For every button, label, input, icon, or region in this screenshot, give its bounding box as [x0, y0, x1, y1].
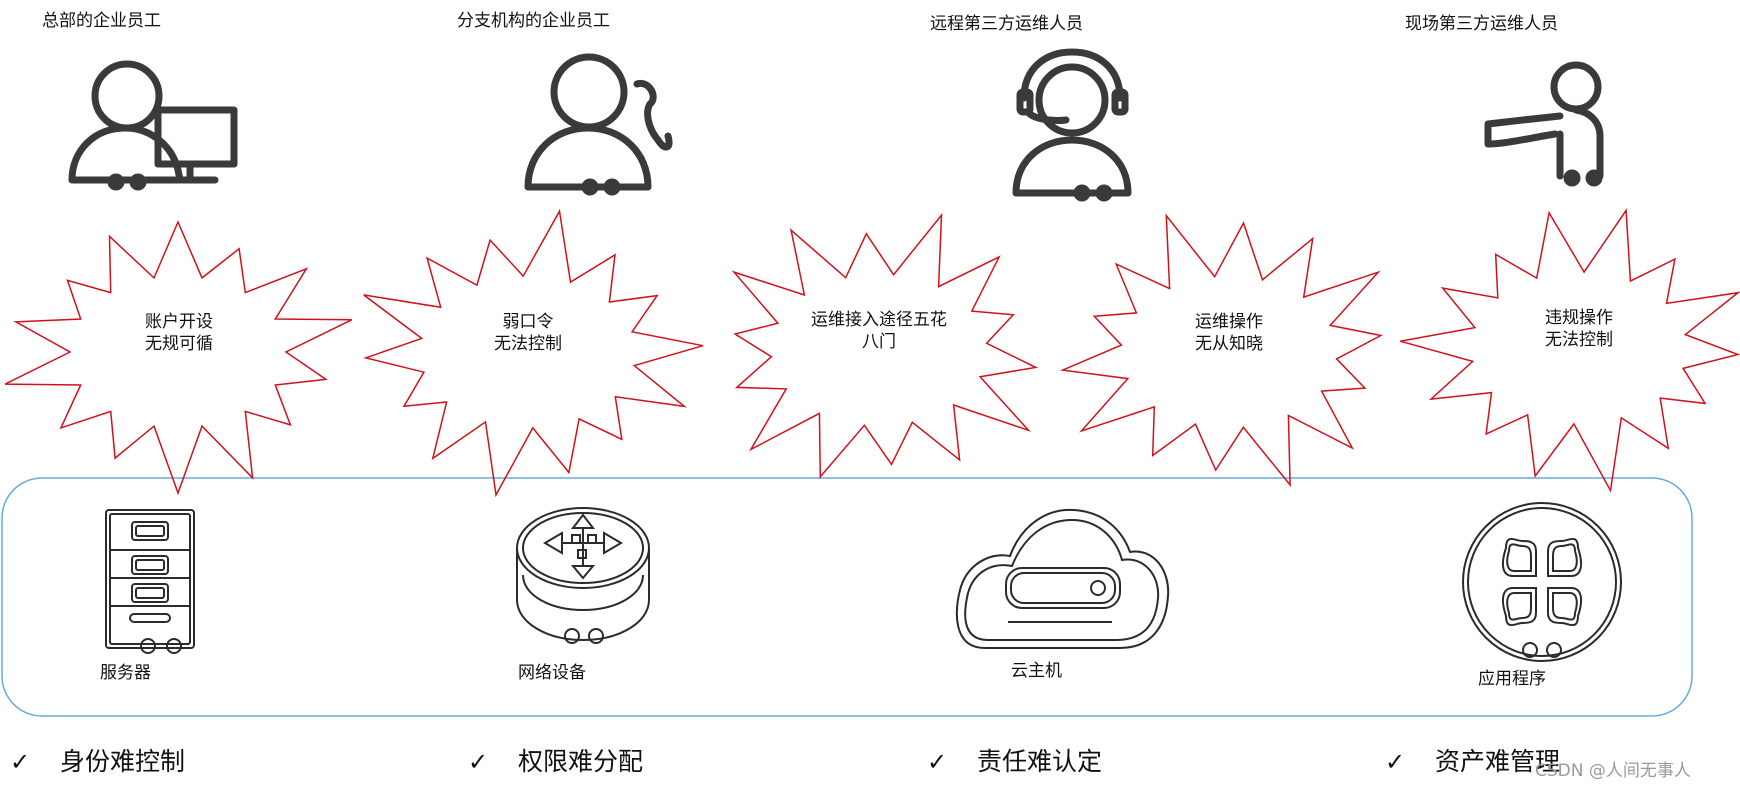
problem-line2: 无规可循: [145, 334, 213, 354]
problem-line1: 账户开设: [145, 312, 213, 332]
user-phone-icon: [524, 53, 673, 196]
problem-line2: 无法控制: [1545, 330, 1613, 350]
problem-line1: 弱口令: [502, 312, 554, 332]
check-mark-icon: ✓: [468, 748, 489, 776]
burst-weak-password: [363, 208, 704, 498]
conclusion-text: 权限难分配: [518, 747, 644, 776]
burst-access-channels: [731, 212, 1039, 479]
conclusion-assets: ✓ 资产难管理: [1385, 742, 1560, 778]
problem-account-opening: 账户开设 无规可循: [94, 311, 264, 355]
problem-line2: 无从知晓: [1195, 334, 1263, 354]
user-pointing-icon: [1484, 61, 1604, 187]
problem-unknown-operations: 运维操作 无从知晓: [1144, 311, 1314, 355]
watermark: CSDN @人间无事人: [1535, 761, 1691, 781]
problem-line1: 运维操作: [1195, 312, 1263, 332]
server-icon: [105, 509, 195, 654]
problem-access-channels: 运维接入途径五花 八门: [794, 309, 964, 353]
problem-line1: 违规操作: [1545, 308, 1613, 328]
check-mark-icon: ✓: [1385, 748, 1406, 776]
problem-line2: 八门: [862, 332, 896, 352]
conclusion-text: 责任难认定: [977, 747, 1103, 776]
problem-line1: 运维接入途径五花: [811, 310, 947, 330]
user-headset-icon: [1012, 48, 1132, 202]
conclusion-permissions: ✓ 权限难分配: [468, 742, 643, 778]
role-label-onsite-ops: 现场第三方运维人员: [1405, 14, 1558, 34]
role-label-branch-employee: 分支机构的企业员工: [457, 11, 610, 31]
network-device-icon: [516, 507, 650, 644]
application-icon: [1462, 502, 1622, 662]
burst-unknown-operations: [1059, 213, 1384, 488]
burst-account-opening: [4, 220, 353, 496]
cloud-host-icon: [955, 508, 1170, 649]
device-label-cloud-host: 云主机: [1011, 661, 1062, 681]
device-label-network: 网络设备: [518, 663, 586, 683]
conclusion-text: 资产难管理: [1435, 747, 1561, 776]
check-mark-icon: ✓: [927, 748, 948, 776]
problem-line2: 无法控制: [494, 334, 562, 354]
device-label-application: 应用程序: [1478, 669, 1546, 689]
check-mark-icon: ✓: [10, 748, 31, 776]
device-panel: [1, 477, 1693, 717]
problem-weak-password: 弱口令 无法控制: [443, 311, 613, 355]
conclusion-responsibility: ✓ 责任难认定: [927, 742, 1102, 778]
problem-violations: 违规操作 无法控制: [1494, 307, 1664, 351]
role-label-hq-employee: 总部的企业员工: [42, 11, 161, 31]
burst-violations: [1399, 208, 1740, 493]
device-label-server: 服务器: [100, 663, 151, 683]
user-computer-icon: [68, 60, 238, 191]
role-label-remote-ops: 远程第三方运维人员: [930, 14, 1083, 34]
conclusion-identity: ✓ 身份难控制: [10, 742, 185, 778]
conclusion-text: 身份难控制: [60, 747, 186, 776]
